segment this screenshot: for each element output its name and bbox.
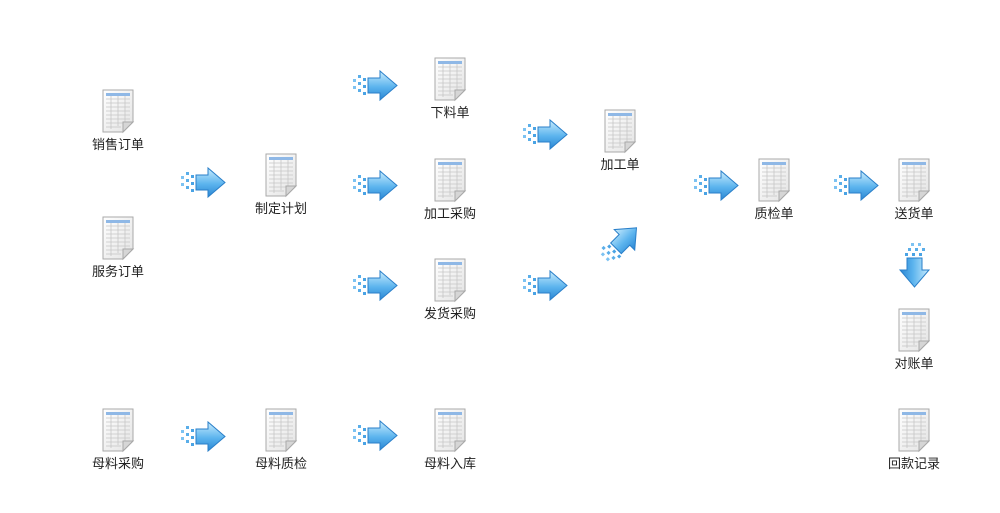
spreadsheet-document-icon xyxy=(431,407,469,453)
spreadsheet-document-icon xyxy=(262,152,300,198)
spreadsheet-document-icon xyxy=(99,88,137,134)
flow-arrow-icon xyxy=(352,168,400,204)
node-label: 加工单 xyxy=(600,158,640,173)
node-label: 加工采购 xyxy=(423,207,476,222)
flow-arrow-icon xyxy=(896,242,932,290)
node-zhiding-jihua[interactable]: 制定计划 xyxy=(236,152,326,217)
node-songhuo-dan[interactable]: 送货单 xyxy=(869,157,959,222)
node-label: 服务订单 xyxy=(91,265,144,280)
spreadsheet-document-icon xyxy=(601,108,639,154)
node-label: 质检单 xyxy=(754,207,794,222)
node-jiagong-caigou[interactable]: 加工采购 xyxy=(405,157,495,222)
node-label: 送货单 xyxy=(894,207,934,222)
flow-arrow-icon xyxy=(180,165,228,201)
spreadsheet-document-icon xyxy=(755,157,793,203)
node-label: 发货采购 xyxy=(423,307,476,322)
node-label: 母料采购 xyxy=(91,457,144,472)
flow-arrow-icon xyxy=(352,268,400,304)
node-label: 母料入库 xyxy=(423,457,476,472)
node-huikuan-jilu[interactable]: 回款记录 xyxy=(869,407,959,472)
node-muliao-caigou[interactable]: 母料采购 xyxy=(73,407,163,472)
spreadsheet-document-icon xyxy=(99,407,137,453)
flow-arrow-icon xyxy=(180,419,228,455)
node-jiagong-dan[interactable]: 加工单 xyxy=(575,108,665,173)
node-label: 销售订单 xyxy=(91,138,144,153)
spreadsheet-document-icon xyxy=(99,215,137,261)
node-muliao-zhijian[interactable]: 母料质检 xyxy=(236,407,326,472)
spreadsheet-document-icon xyxy=(895,407,933,453)
node-fuwu-dingdan[interactable]: 服务订单 xyxy=(73,215,163,280)
flow-arrow-icon xyxy=(352,418,400,454)
spreadsheet-document-icon xyxy=(431,157,469,203)
node-xialiao-dan[interactable]: 下料单 xyxy=(405,56,495,121)
node-muliao-ruku[interactable]: 母料入库 xyxy=(405,407,495,472)
node-label: 对账单 xyxy=(894,357,934,372)
node-label: 制定计划 xyxy=(254,202,307,217)
node-zhijian-dan[interactable]: 质检单 xyxy=(729,157,819,222)
spreadsheet-document-icon xyxy=(262,407,300,453)
node-duizhang-dan[interactable]: 对账单 xyxy=(869,307,959,372)
flow-arrow-icon xyxy=(522,117,570,153)
node-label: 下料单 xyxy=(430,106,470,121)
spreadsheet-document-icon xyxy=(431,257,469,303)
flow-arrow-icon xyxy=(352,68,400,104)
flow-arrow-icon xyxy=(522,268,570,304)
node-label: 回款记录 xyxy=(887,457,940,472)
spreadsheet-document-icon xyxy=(895,307,933,353)
node-fahuo-caigou[interactable]: 发货采购 xyxy=(405,257,495,322)
node-xiaoshou-dingdan[interactable]: 销售订单 xyxy=(73,88,163,153)
spreadsheet-document-icon xyxy=(431,56,469,102)
flow-arrow-icon xyxy=(592,213,651,272)
spreadsheet-document-icon xyxy=(895,157,933,203)
node-label: 母料质检 xyxy=(254,457,307,472)
